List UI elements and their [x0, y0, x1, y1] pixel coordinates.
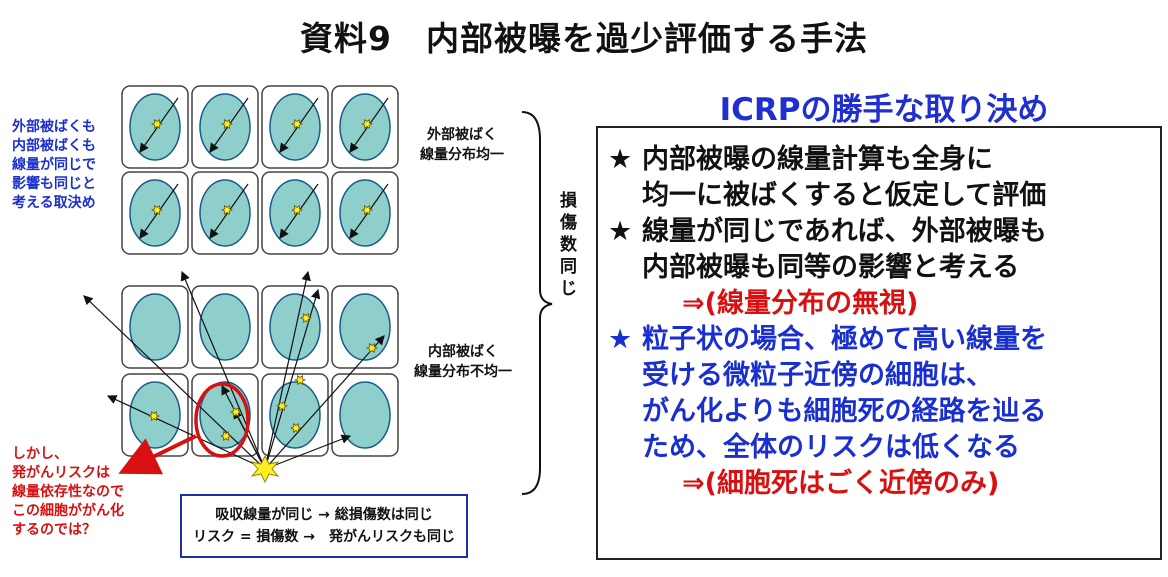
internal-exposure-label: 内部被ばく 線量分布不均一 [414, 344, 512, 380]
bullet-3: ★粒子状の場合、極めて高い線量を 受ける微粒子近傍の細胞は、 がん化よりも細胞死… [608, 324, 1047, 463]
internal-nucleus-3 [339, 293, 391, 361]
ray-far-left [83, 295, 266, 470]
star-icon: ★ [608, 324, 633, 355]
internal-hit-6 [366, 342, 378, 354]
star-icon: ★ [608, 144, 633, 175]
bullet-2: ★線量が同じであれば、外部被曝も 内部被曝も同等の影響と考える [608, 216, 1047, 283]
internal-nucleus-7 [339, 381, 391, 449]
icrp-rules-box: ★内部被曝の線量計算も全身に 均一に被ばくすると仮定して評価 ★線量が同じであれ… [596, 126, 1162, 560]
ray-left [106, 395, 266, 470]
external-hit-3 [361, 118, 373, 130]
damage-label-vertical: 損傷数同じ [559, 190, 578, 299]
internal-hit-5 [300, 312, 312, 324]
external-hit-1 [221, 118, 233, 130]
external-hit-2 [291, 118, 303, 130]
ray-upper-right [264, 288, 321, 470]
internal-hit-1 [220, 430, 232, 442]
summary-box: 吸収線量が同じ → 総損傷数は同じ リスク = 損傷数 → 発がんリスクも同じ [180, 494, 468, 558]
external-hit-5 [221, 204, 233, 216]
left-note-blue: 外部被ばくも 内部被ばくも 線量が同じで 影響も同じと 考える取決め [12, 119, 96, 211]
ray-right [264, 335, 385, 470]
external-hit-0 [151, 118, 163, 130]
internal-hit-3 [276, 400, 288, 412]
bullet-1: ★内部被曝の線量計算も全身に 均一に被ばくすると仮定して評価 [608, 144, 1047, 211]
left-note-red: しかし、 発がんリスクは 線量依存性なので この細胞ががん化 するのでは？ [12, 446, 124, 538]
internal-nucleus-1 [199, 293, 251, 361]
page-title: 資料9 内部被曝を過少評価する手法 [300, 19, 868, 58]
red-pointer-arrow [118, 434, 197, 475]
ray-low-right [264, 434, 352, 470]
particle-source-icon [250, 454, 280, 484]
cell-diagram: 損傷数同じ [83, 85, 578, 495]
external-exposure-cells [121, 85, 399, 255]
internal-nucleus-2 [269, 293, 321, 361]
internal-hit-7 [294, 374, 306, 386]
conclusion-2: ⇒(細胞死はごく近傍のみ) [682, 468, 1000, 499]
ray-upper-left [180, 270, 266, 470]
ray-up [264, 270, 311, 470]
internal-hit-0 [148, 410, 160, 422]
external-hit-4 [151, 204, 163, 216]
internal-nucleus-5 [199, 381, 251, 449]
icrp-subtitle: ICRPの勝手な取り決め [719, 92, 1049, 128]
star-icon: ★ [608, 216, 633, 247]
damage-brace [521, 111, 553, 495]
internal-hit-2 [230, 406, 242, 418]
radiation-rays [83, 270, 385, 470]
external-exposure-label: 外部被ばく 線量分布均一 [420, 127, 504, 163]
internal-exposure-cells [121, 285, 399, 457]
ray-mid [233, 408, 266, 470]
internal-nucleus-0 [129, 293, 181, 361]
internal-hit-4 [290, 422, 302, 434]
internal-nucleus-6 [269, 381, 321, 449]
external-hit-7 [361, 204, 373, 216]
conclusion-1: ⇒(線量分布の無視) [682, 288, 919, 319]
highlight-circle [194, 382, 250, 458]
external-hit-6 [291, 204, 303, 216]
